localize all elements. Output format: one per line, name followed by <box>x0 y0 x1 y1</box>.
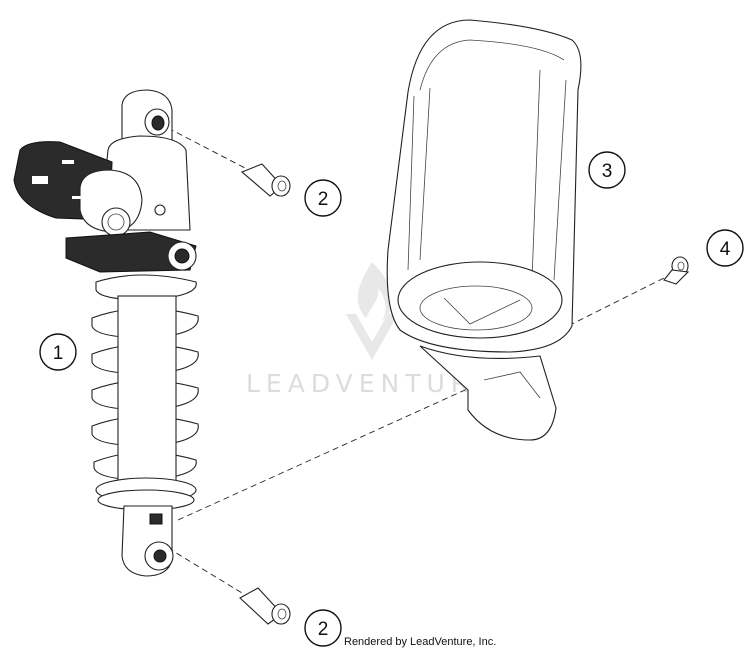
mud-flap <box>386 19 582 441</box>
callout-1: 1 <box>39 333 77 371</box>
callout-label: 3 <box>602 161 613 182</box>
callout-label: 4 <box>720 239 731 260</box>
shock-absorber <box>13 89 199 577</box>
callout-label: 2 <box>318 189 329 210</box>
callout-4: 4 <box>706 229 744 267</box>
callout-3: 3 <box>588 151 626 189</box>
leadventure-watermark: LEADVENTURE <box>246 262 496 398</box>
callout-label: 2 <box>318 619 329 640</box>
callout-2-upper: 2 <box>304 179 342 217</box>
upper-bolt <box>240 163 291 197</box>
watermark-text: LEADVENTURE <box>246 369 496 398</box>
screw <box>663 256 690 285</box>
render-credit: Rendered by LeadVenture, Inc. <box>344 636 497 648</box>
lower-bolt <box>239 587 291 625</box>
callout-label: 1 <box>53 343 64 364</box>
callout-2-lower: 2 <box>304 609 342 647</box>
